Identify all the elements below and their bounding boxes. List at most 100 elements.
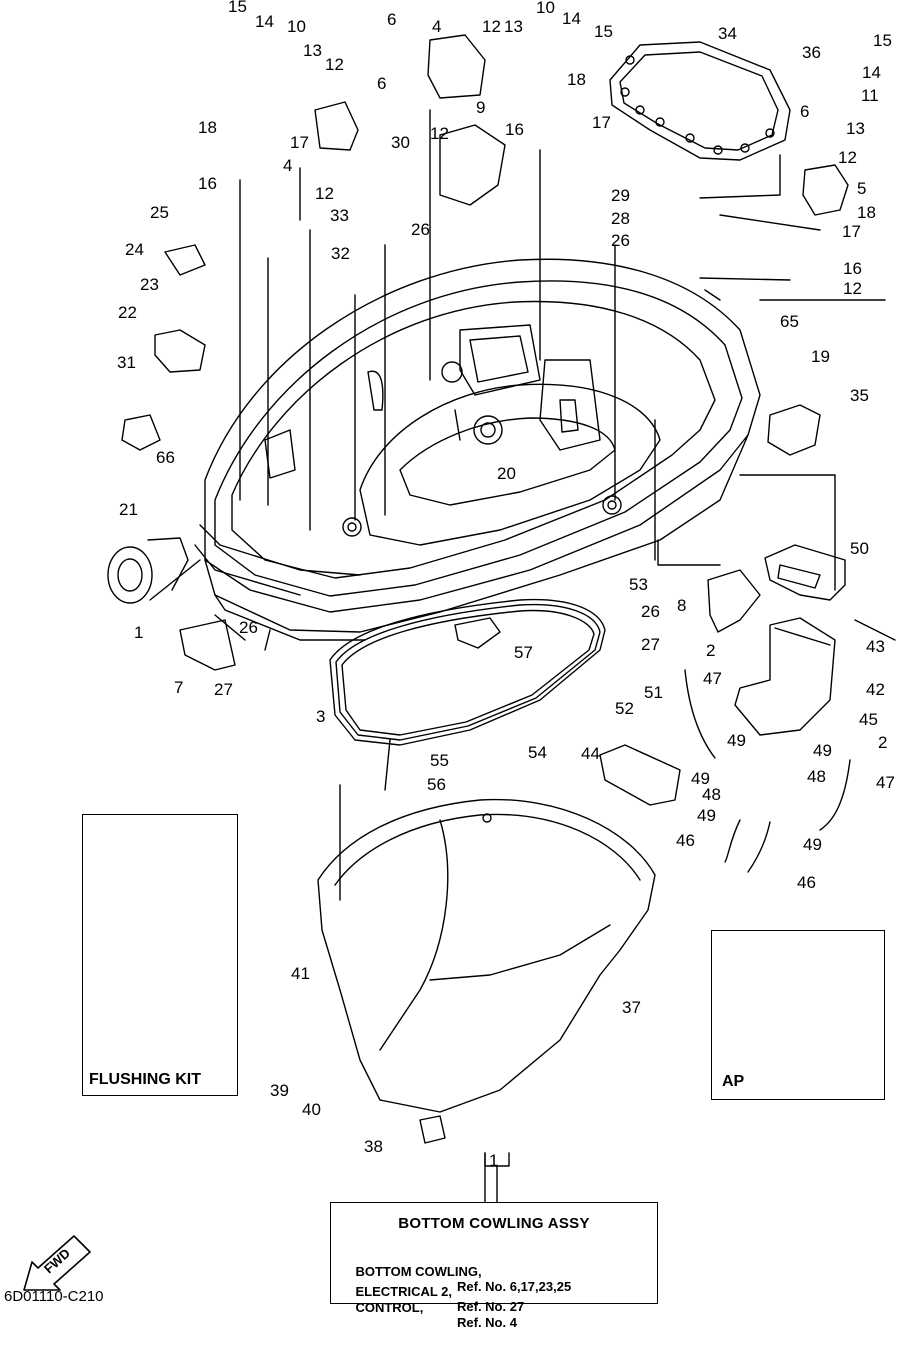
callout-label: 6: [800, 102, 809, 121]
callout-label: 10: [536, 0, 555, 17]
callout-label: 48: [807, 767, 826, 786]
callout-label: 66: [156, 448, 175, 467]
callout-label: 4: [432, 17, 441, 36]
callout-label: 55: [430, 751, 449, 770]
callout-label: 22: [118, 303, 137, 322]
callout-label: 24: [125, 240, 144, 259]
callout-label: 15: [228, 0, 247, 16]
callout-label: 16: [843, 259, 862, 278]
callout-label: 21: [119, 500, 138, 519]
callout-label: 5: [857, 179, 866, 198]
callout-label: 51: [644, 683, 663, 702]
callout-label: 15: [594, 22, 613, 41]
bottom-cowling-outline: [204, 258, 761, 613]
callout-label: 13: [846, 119, 865, 138]
callout-label: 15: [873, 31, 892, 50]
flushing-kit-title: FLUSHING KIT: [89, 1071, 201, 1088]
callout-label: 14: [862, 63, 881, 82]
ap-title: AP: [722, 1073, 745, 1090]
callout-label: 11: [861, 86, 879, 105]
callout-label: 48: [702, 785, 721, 804]
callout-label: 56: [427, 775, 446, 794]
callout-label: 17: [290, 133, 309, 152]
callout-label: 1: [134, 623, 143, 642]
callout-label: 14: [562, 9, 581, 28]
callout-label: 65: [780, 312, 799, 331]
callout-label: 18: [567, 70, 586, 89]
callout-label: 13: [504, 17, 523, 36]
callout-label: 25: [150, 203, 169, 222]
callout-label: 43: [866, 637, 885, 656]
callout-label: 31: [117, 353, 136, 372]
callout-label: 27: [641, 635, 660, 654]
callout-label: 42: [866, 680, 885, 699]
callout-label: 17: [842, 222, 861, 241]
callout-label: 37: [622, 998, 641, 1017]
ap-inset: AP: [711, 930, 885, 1100]
callout-label: 23: [140, 275, 159, 294]
callout-label: 39: [270, 1081, 289, 1100]
callout-label: 12: [838, 148, 857, 167]
callout-label: 41: [291, 964, 310, 983]
legend-row-ref: Ref. No. 6,17,23,25: [457, 1279, 572, 1294]
callout-label: 6: [387, 10, 396, 29]
legend-title: BOTTOM COWLING ASSY: [398, 1215, 590, 1232]
callout-label: 50: [850, 539, 869, 558]
callout-label: 13: [303, 41, 322, 60]
callout-label: 49: [803, 835, 822, 854]
callout-label: 46: [797, 873, 816, 892]
callout-label: 32: [331, 244, 350, 263]
diagram-code: 6D01110-C210: [4, 1288, 104, 1305]
legend-row-ref: Ref. No. 27: [457, 1299, 525, 1314]
assembly-legend: BOTTOM COWLING ASSY BOTTOM COWLING, Ref.…: [330, 1202, 658, 1330]
fwd-arrow-icon: FWD: [23, 1235, 91, 1291]
legend-row-name: ELECTRICAL 2,: [355, 1284, 453, 1299]
flushing-kit-inset: FLUSHING KIT: [82, 814, 238, 1096]
callout-label: 29: [611, 186, 630, 205]
callout-label: 47: [876, 773, 895, 792]
callout-label: 7: [174, 678, 183, 697]
callout-label: 57: [514, 643, 533, 662]
callout-label: 2: [878, 733, 887, 752]
callout-label: 47: [703, 669, 722, 688]
callout-label: 28: [611, 209, 630, 228]
callout-label: 27: [214, 680, 233, 699]
legend-row: CONTROL, Ref. No. 4: [341, 1285, 517, 1345]
callout-label: 12: [315, 184, 334, 203]
callout-label: 12: [325, 55, 344, 74]
callout-label: 16: [198, 174, 217, 193]
cowling-seal-outline: [329, 598, 606, 746]
callout-label: 4: [283, 156, 292, 175]
callout-label: 49: [697, 806, 716, 825]
callout-label: 44: [581, 744, 600, 763]
legend-row-name: BOTTOM COWLING,: [355, 1264, 482, 1279]
callout-label: 12: [430, 124, 449, 143]
apron-outline: [317, 798, 656, 1113]
callout-label: 53: [629, 575, 648, 594]
legend-row: BOTTOM COWLING, Ref. No. 6,17,23,25: [341, 1249, 571, 1309]
callout-label: 36: [802, 43, 821, 62]
callout-label: 10: [287, 17, 306, 36]
callout-label: 6: [377, 74, 386, 93]
callout-label: 19: [811, 347, 830, 366]
callout-label: 2: [706, 641, 715, 660]
callout-label: 33: [330, 206, 349, 225]
callout-label: 54: [528, 743, 547, 762]
callout-label: 8: [677, 596, 686, 615]
callout-label: 26: [641, 602, 660, 621]
callout-label: 14: [255, 12, 274, 31]
callout-label: 1: [489, 1151, 498, 1170]
callout-label: 38: [364, 1137, 383, 1156]
callout-label: 17: [592, 113, 611, 132]
callout-label: 12: [843, 279, 862, 298]
callout-label: 9: [476, 98, 485, 117]
callout-label: 30: [391, 133, 410, 152]
callout-label: 40: [302, 1100, 321, 1119]
callout-label: 20: [497, 464, 516, 483]
callout-label: 18: [198, 118, 217, 137]
callout-label: 49: [727, 731, 746, 750]
callout-label: 18: [857, 203, 876, 222]
callout-label: 16: [505, 120, 524, 139]
callout-label: 26: [611, 231, 630, 250]
